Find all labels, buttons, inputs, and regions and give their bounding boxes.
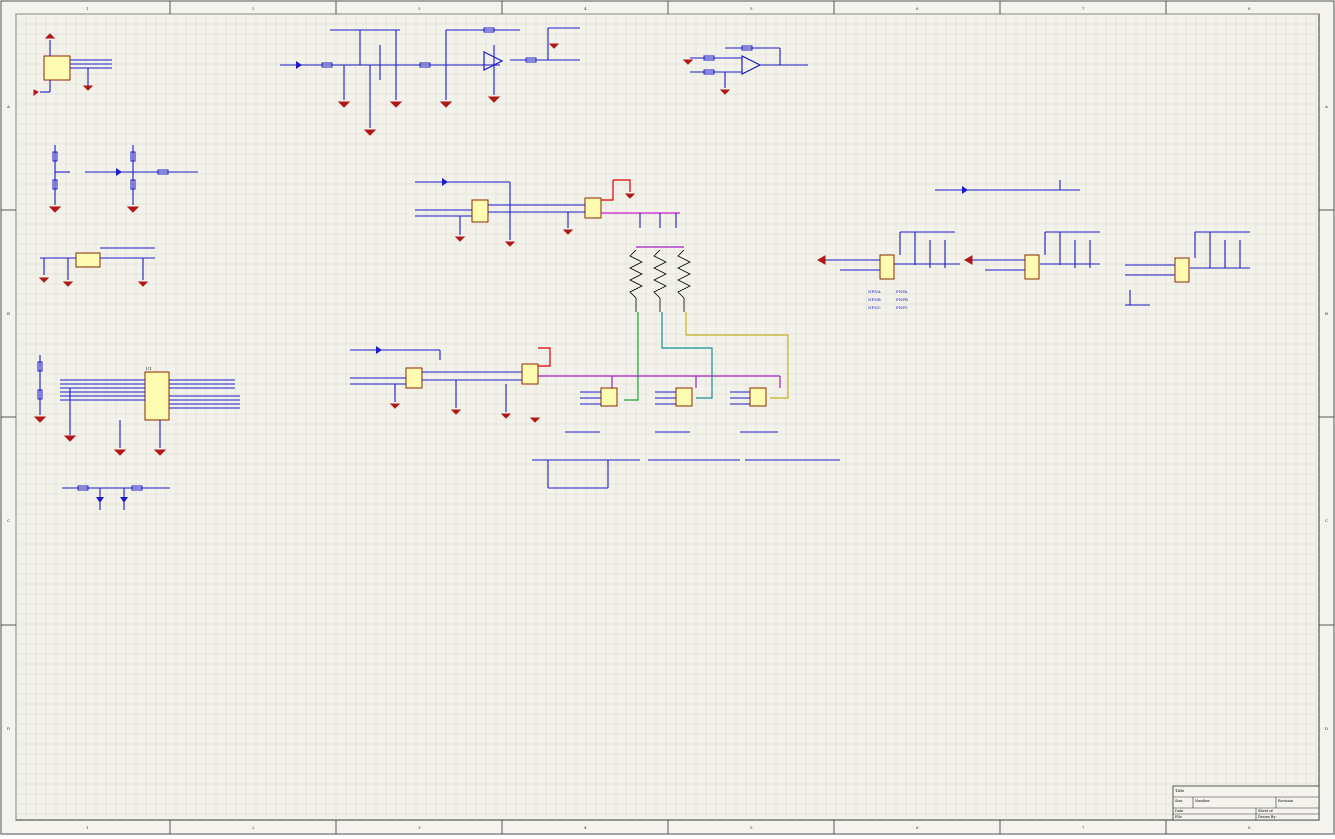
mcu-ref: U1 — [146, 366, 152, 371]
title-block-date: Date — [1175, 809, 1183, 813]
col-label-7: 7 — [1082, 6, 1085, 11]
hall-sensor-chain-3 — [1125, 231, 1250, 306]
svg-text:3: 3 — [418, 825, 421, 830]
col-label-8: 8 — [1248, 6, 1251, 11]
title-block-number: Number — [1195, 799, 1210, 803]
svg-text:4: 4 — [584, 825, 587, 830]
opamp-filter-block — [280, 27, 580, 136]
row-label-d: D — [7, 726, 10, 731]
svg-text:2: 2 — [252, 825, 255, 830]
title-block-drawn-by: Drawn By: — [1258, 815, 1277, 819]
gate-driver-1 — [415, 178, 680, 247]
svg-text:NPNA: NPNA — [868, 289, 881, 294]
title-block-size: Size — [1175, 799, 1182, 803]
svg-text:PNPA: PNPA — [896, 289, 908, 294]
svg-text:PNPC: PNPC — [896, 305, 908, 310]
column-labels: 1 2 3 4 5 6 7 8 1 2 3 4 5 6 7 8 A B C D … — [6, 6, 1328, 830]
svg-text:7: 7 — [1082, 825, 1085, 830]
col-label-5: 5 — [750, 6, 753, 11]
svg-text:1: 1 — [86, 825, 89, 830]
col-label-1: 1 — [86, 6, 89, 11]
row-label-b: B — [7, 311, 10, 316]
rc-filter-chains — [532, 431, 840, 489]
svg-text:PNPB: PNPB — [896, 297, 908, 302]
sheet-inner-frame — [15, 13, 1320, 821]
grid — [15, 13, 1319, 820]
regulator-part — [75, 252, 101, 268]
gate-driver-2 — [350, 346, 767, 423]
col-label-3: 3 — [418, 6, 421, 11]
opamp-symbol — [483, 51, 504, 71]
title-block-revision: Revision — [1278, 799, 1294, 803]
connector-part — [43, 55, 71, 81]
svg-text:5: 5 — [750, 825, 753, 830]
led-indicators — [62, 485, 170, 510]
motor-coils — [629, 246, 691, 312]
svg-text:8: 8 — [1248, 825, 1251, 830]
col-label-2: 2 — [252, 6, 255, 11]
svg-text:D: D — [1325, 726, 1328, 731]
hall-sensor-chain-1 — [816, 180, 1080, 280]
mcu-block: U1 — [33, 355, 240, 456]
svg-text:NPNB: NPNB — [868, 297, 881, 302]
mcu-part — [144, 371, 170, 421]
regulator-block — [38, 247, 155, 287]
svg-text:B: B — [1325, 311, 1328, 316]
title-block-sheet: Sheet of — [1258, 809, 1273, 813]
col-label-6: 6 — [916, 6, 919, 11]
svg-text:A: A — [1324, 104, 1328, 109]
title-block-file: File — [1175, 815, 1182, 819]
row-label-c: C — [7, 518, 10, 523]
phase-labels: NPNA NPNB NPNC PNPA PNPB PNPC — [868, 289, 908, 310]
svg-text:C: C — [1325, 518, 1328, 523]
connector-block — [33, 33, 112, 96]
title-block-title: Title — [1175, 788, 1185, 793]
title-block: Title Size Number Revision Date Sheet of… — [1172, 785, 1320, 821]
svg-text:6: 6 — [916, 825, 919, 830]
row-label-a: A — [6, 104, 10, 109]
hall-sensor-chain-2 — [963, 231, 1100, 280]
coil-traces — [538, 312, 789, 401]
opamp-buffer-block — [682, 45, 808, 95]
col-label-4: 4 — [584, 6, 587, 11]
svg-text:NPNC: NPNC — [868, 305, 881, 310]
divider-circuit-left — [48, 145, 198, 213]
